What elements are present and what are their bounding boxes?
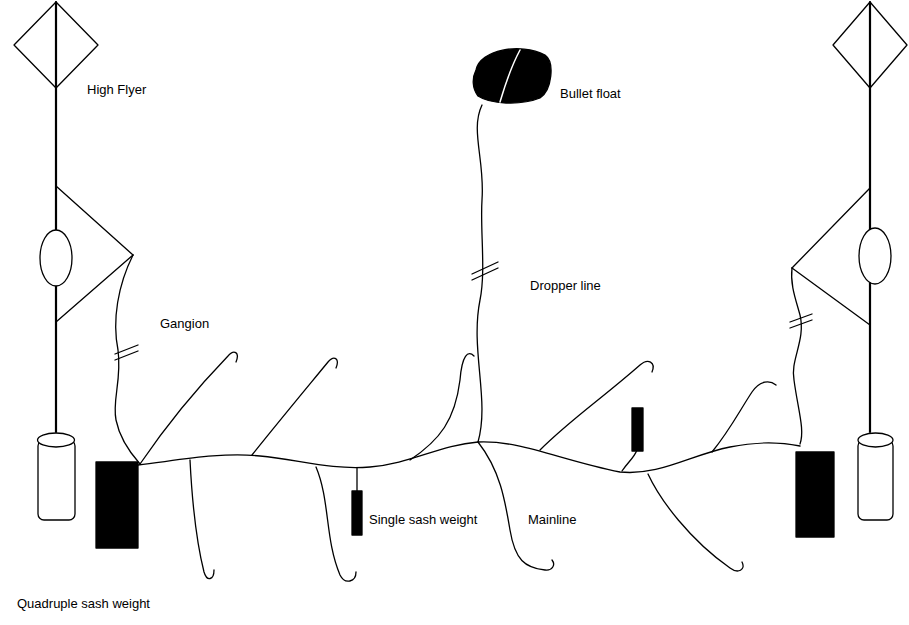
part-label: Gangion [160, 316, 209, 332]
single-sash-weight [632, 408, 643, 451]
part-label: Mainline [528, 512, 576, 528]
part-label: Single sash weight [369, 512, 477, 528]
bullet-float [473, 49, 551, 103]
high-flyer-right [792, 2, 907, 520]
part-label: Quadruple sash weight [17, 596, 150, 612]
quadruple-sash-weight-left [96, 462, 138, 548]
part-label: Dropper line [530, 278, 601, 294]
high-flyer-left [14, 2, 133, 520]
part-label: Bullet float [560, 86, 621, 102]
single-sash-weight [352, 491, 362, 535]
part-label: High Flyer [87, 82, 146, 98]
mainline [138, 442, 800, 473]
quadruple-sash-weight-right [796, 452, 834, 537]
